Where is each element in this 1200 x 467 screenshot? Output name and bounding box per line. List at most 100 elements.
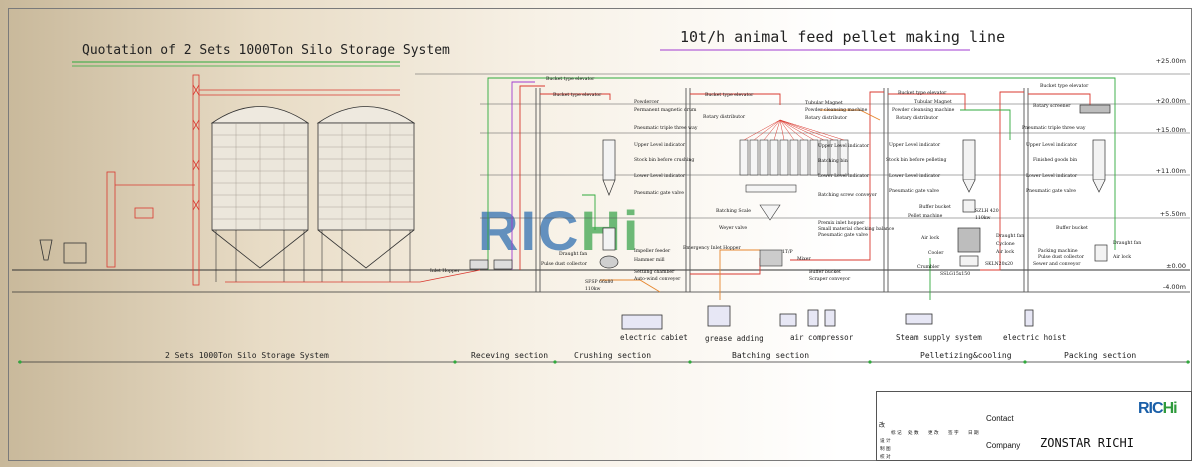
pellet-label: Lower Level indicator <box>889 174 941 179</box>
pellet-label: Upper Level indicator <box>889 143 941 148</box>
packing-label: Sewer and conveyor <box>1033 262 1081 267</box>
crushing-model: SFSP 66x80 <box>585 280 614 285</box>
pellet-label: Crumbler <box>917 265 940 270</box>
batching-bins <box>739 139 849 267</box>
title-block <box>876 391 1192 461</box>
richi-logo: RICHi <box>1138 400 1178 418</box>
batching-label: Premix inlet hopper <box>818 221 865 226</box>
pipe-network <box>487 77 1116 300</box>
batching-label: Small material checking balance <box>818 227 895 232</box>
packing-label: Finished goods bin <box>1033 158 1078 163</box>
silo-tower <box>106 74 400 286</box>
pellet-label: Tubular Magnet <box>914 100 952 105</box>
crushing-label: Permanent magnetic drum <box>634 108 697 113</box>
crushing-label: Lower Level indicator <box>634 174 686 179</box>
batching-feed-lines <box>743 119 845 141</box>
level-label: -4.00m <box>1162 283 1186 291</box>
pellet-label: Cooler <box>928 251 944 256</box>
batching-label: Weyer valve <box>719 226 748 231</box>
batching-label: Pneumatic gate valve <box>818 233 868 238</box>
batching-label: Bucket type elevator <box>705 93 754 98</box>
pellet-label: Draught fan <box>996 234 1025 239</box>
batching-label: Rotary distributor <box>703 115 746 120</box>
pellet-model: SKLN20x20 <box>985 262 1013 267</box>
crushing-label: Impeller feeder <box>634 249 671 254</box>
crushing-label: Powdercer <box>634 100 659 105</box>
section-label-silo: 2 Sets 1000Ton Silo Storage System <box>165 351 329 360</box>
packing-label: Draught fan <box>1113 241 1142 246</box>
packing-label: Rotary screener <box>1033 104 1071 109</box>
pellet-label: Bucket type elevator <box>898 91 947 96</box>
logo-accent: Hi <box>1162 400 1178 417</box>
pellet-label: Cyclone <box>996 242 1015 247</box>
batching-label: Mixer <box>797 257 811 262</box>
packing-label: Air lock <box>1113 255 1132 260</box>
section-label-pelletizing: Pelletizing&cooling <box>920 351 1012 360</box>
electric-hoist-label: electric hoist <box>1003 333 1067 342</box>
packing-equipment <box>1079 104 1111 262</box>
level-lines <box>12 73 1190 363</box>
batching-label: Buffer bucket <box>809 270 841 275</box>
packing-label: Pulse dust collector <box>1038 255 1084 260</box>
crushing-label: Bucket type elevator <box>546 77 595 82</box>
steam-supply-label: Steam supply system <box>896 333 982 342</box>
section-label-receiving: Receving section <box>471 351 549 360</box>
level-label: +5.50m <box>1159 210 1186 218</box>
richi-watermark: RICHi <box>478 198 640 263</box>
line-title: 10t/h animal feed pellet making line <box>680 28 1006 46</box>
batching-label: Tubular Magnet <box>805 101 843 106</box>
pelletizing-equipment <box>957 139 981 267</box>
tb-grid-text: 标 记 <box>891 431 902 436</box>
packing-label: Pneumatic gate valve <box>1026 189 1076 194</box>
crushing-label: Pneumatic gate valve <box>634 191 684 196</box>
air-compressor-label: air compressor <box>790 333 854 342</box>
section-label-packing: Packing section <box>1064 351 1137 360</box>
packing-label: Packing machine <box>1038 249 1078 254</box>
crushing-label: Pulse dust collector <box>541 262 587 267</box>
crushing-label: Auto-wind conveyer <box>634 277 681 282</box>
packing-label: Buffer bucket <box>1056 226 1088 231</box>
batching-label: Batching Scale <box>716 209 751 214</box>
grease-adding-label: grease adding <box>705 334 764 343</box>
batching-label: Rotary distributor <box>805 116 848 121</box>
crushing-label: Inlet Hopper <box>430 269 460 274</box>
silo-conveyor <box>39 239 481 283</box>
crushing-label: Settling chamber <box>634 270 675 275</box>
tb-grid-text: 改 <box>879 422 886 429</box>
section-label-batching: Batching section <box>732 351 810 360</box>
level-label: +15.00m <box>1155 126 1186 134</box>
tb-grid-text: 设 计 <box>880 439 891 444</box>
pellet-label: Powder cleansing machine <box>892 108 955 113</box>
crushing-label: Emergency Inlet Hopper <box>683 246 741 251</box>
watermark-main: RIC <box>478 199 581 262</box>
company-name: ZONSTAR RICHI <box>1040 436 1134 450</box>
batching-label: Lower Level indicator <box>818 174 870 179</box>
silo-1 <box>210 106 310 282</box>
batching-label: Scraper conveyor <box>809 277 851 282</box>
company-label: Company <box>986 441 1021 450</box>
batching-label: Powder cleansing machine <box>805 108 868 113</box>
crushing-label: Bucket type elevator <box>553 93 602 98</box>
packing-label: Pneumatic triple three way <box>1022 126 1086 131</box>
packing-label: Lower Level indicator <box>1026 174 1078 179</box>
silo-2 <box>316 106 416 282</box>
batching-label: Batching bin <box>818 159 848 164</box>
pellet-label: Pellet machine <box>908 214 943 219</box>
tb-grid-text: 校 对 <box>880 455 891 460</box>
crushing-equipment <box>469 139 619 270</box>
crushing-label: Upper Level indicator <box>634 143 686 148</box>
batching-label: Upper Level indicator <box>818 144 870 149</box>
packing-label: Upper Level indicator <box>1026 143 1078 148</box>
batching-label: Batching screw conveyor <box>818 193 877 198</box>
tb-grid-text: 更 改 <box>928 431 939 436</box>
section-markers <box>18 360 1190 364</box>
crushing-label: Draught fan <box>559 252 588 257</box>
pellet-label: Air lock <box>921 236 940 241</box>
level-label: ±0.00 <box>1166 262 1186 270</box>
silo-title: Quotation of 2 Sets 1000Ton Silo Storage… <box>82 43 450 58</box>
tb-grid-text: 处 数 <box>908 431 919 436</box>
level-label: +25.00m <box>1155 57 1186 65</box>
crushing-model: 110kw <box>585 287 601 292</box>
